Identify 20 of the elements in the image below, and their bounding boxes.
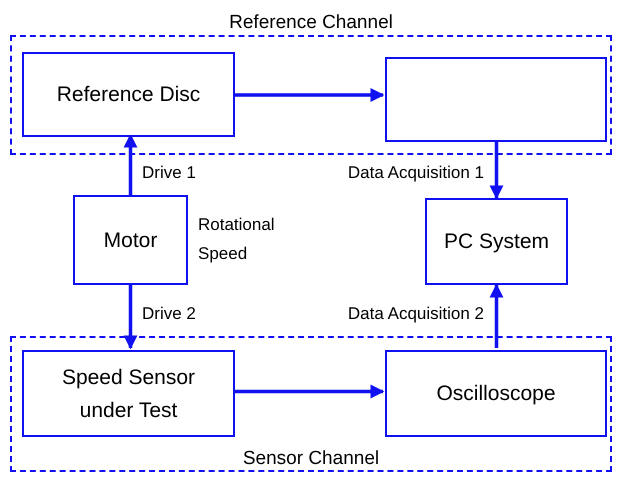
box-label: PC System (444, 229, 550, 255)
box-label: Speed Sensor under Test (60, 364, 196, 424)
side-note: Rotational Speed (198, 214, 276, 265)
process-box (22, 350, 235, 437)
arrow (233, 384, 384, 398)
process-box (22, 52, 235, 137)
group-title: Reference Channel (228, 13, 394, 32)
group-frame (10, 336, 612, 472)
arrow (490, 284, 504, 348)
box-label: Oscilloscope (436, 381, 556, 407)
box-label: Motor (104, 228, 158, 254)
arrow (233, 88, 384, 102)
process-box (385, 57, 607, 142)
process-box (425, 198, 568, 285)
arrow (490, 140, 504, 200)
group-title: Sensor Channel (242, 449, 380, 468)
process-box (73, 195, 188, 285)
process-box (385, 350, 607, 437)
arrow (124, 285, 138, 350)
box-label: Reference Disc (56, 82, 200, 108)
